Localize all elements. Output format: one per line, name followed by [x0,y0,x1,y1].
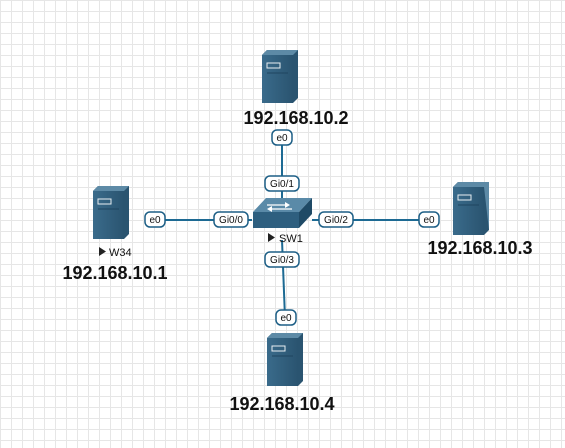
server-icon [262,50,298,103]
server-top[interactable]: 192.168.10.2 [243,50,349,128]
ip-label-left: 192.168.10.1 [62,263,167,283]
port-label: Gi0/3 [270,255,294,266]
port-badge-switch-left: Gi0/0 [213,211,249,228]
play-icon [268,233,275,242]
port-label: e0 [276,133,288,144]
ip-label-bottom: 192.168.10.4 [229,394,334,414]
server-icon [453,182,489,235]
node-name-switch: SW1 [279,233,303,245]
server-right[interactable]: 192.168.10.3 [427,182,533,258]
port-label: e0 [423,215,435,226]
port-badge-left-server: e0 [144,211,166,228]
port-badge-switch-right: Gi0/2 [318,211,354,228]
port-label: e0 [149,215,161,226]
port-badge-switch-top: Gi0/1 [264,175,300,192]
port-label: Gi0/0 [219,215,243,226]
server-icon [93,186,129,239]
switch-sw1[interactable]: SW1 [253,198,312,245]
port-badge-switch-bottom: Gi0/3 [264,251,300,268]
port-label: e0 [280,313,292,324]
ip-label-right: 192.168.10.3 [427,238,532,258]
port-label: Gi0/2 [324,215,348,226]
port-badge-right-server: e0 [418,211,440,228]
server-bottom[interactable]: 192.168.10.4 [229,333,335,414]
port-label: Gi0/1 [270,179,294,190]
play-icon [99,247,106,256]
ip-label-top: 192.168.10.2 [243,108,348,128]
server-left[interactable]: W34 192.168.10.1 [62,186,168,283]
port-badge-bottom-server: e0 [275,309,297,326]
node-name-left: W34 [109,247,132,259]
port-badge-top-server: e0 [271,129,293,146]
switch-icon [253,198,312,228]
server-icon [267,333,303,386]
